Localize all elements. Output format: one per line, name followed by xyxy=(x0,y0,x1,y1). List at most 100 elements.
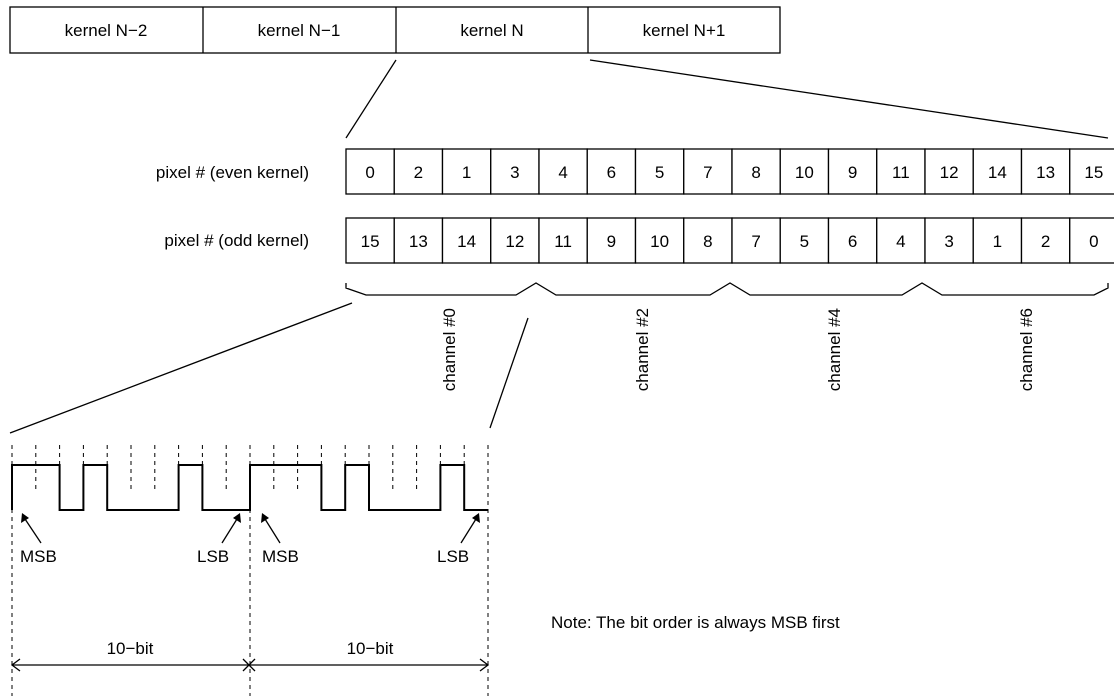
pixel-cell xyxy=(586,217,637,264)
pixel-number: 6 xyxy=(607,163,616,182)
pixel-number: 2 xyxy=(1041,232,1050,251)
pixel-number: 12 xyxy=(940,163,959,182)
msb-arrow-head xyxy=(21,513,29,523)
pixel-number: 15 xyxy=(1084,163,1103,182)
kernel-label: kernel N−1 xyxy=(258,21,341,40)
pixel-cell xyxy=(345,148,395,195)
pixel-cell xyxy=(538,217,588,264)
kernel-sequence: kernel N−2 kernel N−1 kernel N kernel N+… xyxy=(9,6,781,54)
pixel-number: 4 xyxy=(558,163,567,182)
pixel-cell xyxy=(779,217,830,264)
kernel-label: kernel N−2 xyxy=(65,21,148,40)
pixel-number: 8 xyxy=(703,232,712,251)
pixel-number: 11 xyxy=(554,232,572,251)
pixel-number: 1 xyxy=(462,163,471,182)
msb-arrow-head xyxy=(261,513,269,523)
pixel-cell xyxy=(634,148,685,195)
even-row-label: pixel # (even kernel) xyxy=(156,163,309,182)
lsb-label: LSB xyxy=(197,547,229,566)
lsb-arrow xyxy=(460,518,477,544)
serial-waveform-trace xyxy=(11,464,488,511)
lsb-arrow-head xyxy=(233,513,241,523)
kernel-strip-outline xyxy=(9,6,781,54)
zoom-line xyxy=(589,59,1109,139)
pixel-number: 0 xyxy=(1089,232,1098,251)
pixel-cell xyxy=(731,217,781,264)
channel-label: channel #6 xyxy=(1017,308,1036,391)
pixel-number: 14 xyxy=(457,232,476,251)
word-width-label: 10−bit xyxy=(347,639,394,658)
pixel-cell xyxy=(876,217,926,264)
pixel-number: 15 xyxy=(361,232,380,251)
msb-label: MSB xyxy=(20,547,57,566)
dimension-arrow-left xyxy=(10,658,21,672)
word-width-label: 10−bit xyxy=(107,639,154,658)
pixel-number: 13 xyxy=(1036,163,1055,182)
channel-label: channel #2 xyxy=(633,308,652,391)
pixel-cell xyxy=(393,148,444,195)
note-text: Note: The bit order is always MSB first xyxy=(551,613,840,632)
pixel-cell xyxy=(634,217,685,264)
kernel-label: kernel N xyxy=(460,21,523,40)
pixel-cell xyxy=(827,148,878,195)
pixel-cell xyxy=(972,148,1023,195)
msb-label: MSB xyxy=(262,547,299,566)
msb-arrow xyxy=(264,518,281,544)
channel-braces xyxy=(345,282,1109,296)
pixel-number: 7 xyxy=(751,232,760,251)
pixel-number: 7 xyxy=(703,163,712,182)
channel-brace xyxy=(345,282,1109,296)
pixel-number: 13 xyxy=(409,232,428,251)
pixel-number: 0 xyxy=(365,163,374,182)
lsb-arrow-head xyxy=(472,513,480,523)
lsb-label: LSB xyxy=(437,547,469,566)
pixel-cell xyxy=(779,148,830,195)
pixel-cell xyxy=(490,217,540,264)
pixel-number: 9 xyxy=(607,232,616,251)
pixel-cell xyxy=(1020,148,1071,195)
pixel-number: 11 xyxy=(892,163,910,182)
channel-label: channel #4 xyxy=(825,308,844,391)
pixel-number: 4 xyxy=(896,232,905,251)
pixel-number: 5 xyxy=(655,163,664,182)
pixel-cell xyxy=(924,217,974,264)
pixel-cell xyxy=(538,148,588,195)
lsb-arrow xyxy=(221,518,238,544)
pixel-number: 14 xyxy=(988,163,1007,182)
pixel-number: 8 xyxy=(751,163,760,182)
dimension-tick xyxy=(242,658,256,672)
pixel-cell xyxy=(683,148,733,195)
pixel-cell xyxy=(441,148,492,195)
pixel-cell xyxy=(490,148,540,195)
pixel-number: 6 xyxy=(848,232,857,251)
pixel-number: 5 xyxy=(800,232,809,251)
pixel-number: 3 xyxy=(944,232,953,251)
pixel-cell xyxy=(683,217,733,264)
pixel-number: 9 xyxy=(848,163,857,182)
zoom-line xyxy=(489,317,529,429)
pixel-cell xyxy=(441,217,492,264)
zoom-line xyxy=(345,59,397,139)
pixel-number: 3 xyxy=(510,163,519,182)
dimension-arrow-right xyxy=(479,658,490,672)
pixel-cell xyxy=(972,217,1023,264)
msb-arrow xyxy=(24,518,42,544)
pixel-cell xyxy=(345,217,395,264)
odd-row-label: pixel # (odd kernel) xyxy=(164,231,309,250)
pixel-number: 10 xyxy=(795,163,814,182)
pixel-cell xyxy=(1069,148,1114,195)
pixel-cell xyxy=(731,148,781,195)
pixel-cell xyxy=(924,148,974,195)
pixel-cell xyxy=(1069,217,1114,264)
pixel-cell xyxy=(876,148,926,195)
zoom-line xyxy=(9,302,353,434)
channel-label: channel #0 xyxy=(440,308,459,391)
pixel-number: 1 xyxy=(993,232,1002,251)
kernel-label: kernel N+1 xyxy=(643,21,726,40)
word-width-dimension: 10−bit 10−bit xyxy=(10,639,490,672)
pixel-number: 10 xyxy=(650,232,669,251)
pixel-number: 2 xyxy=(414,163,423,182)
